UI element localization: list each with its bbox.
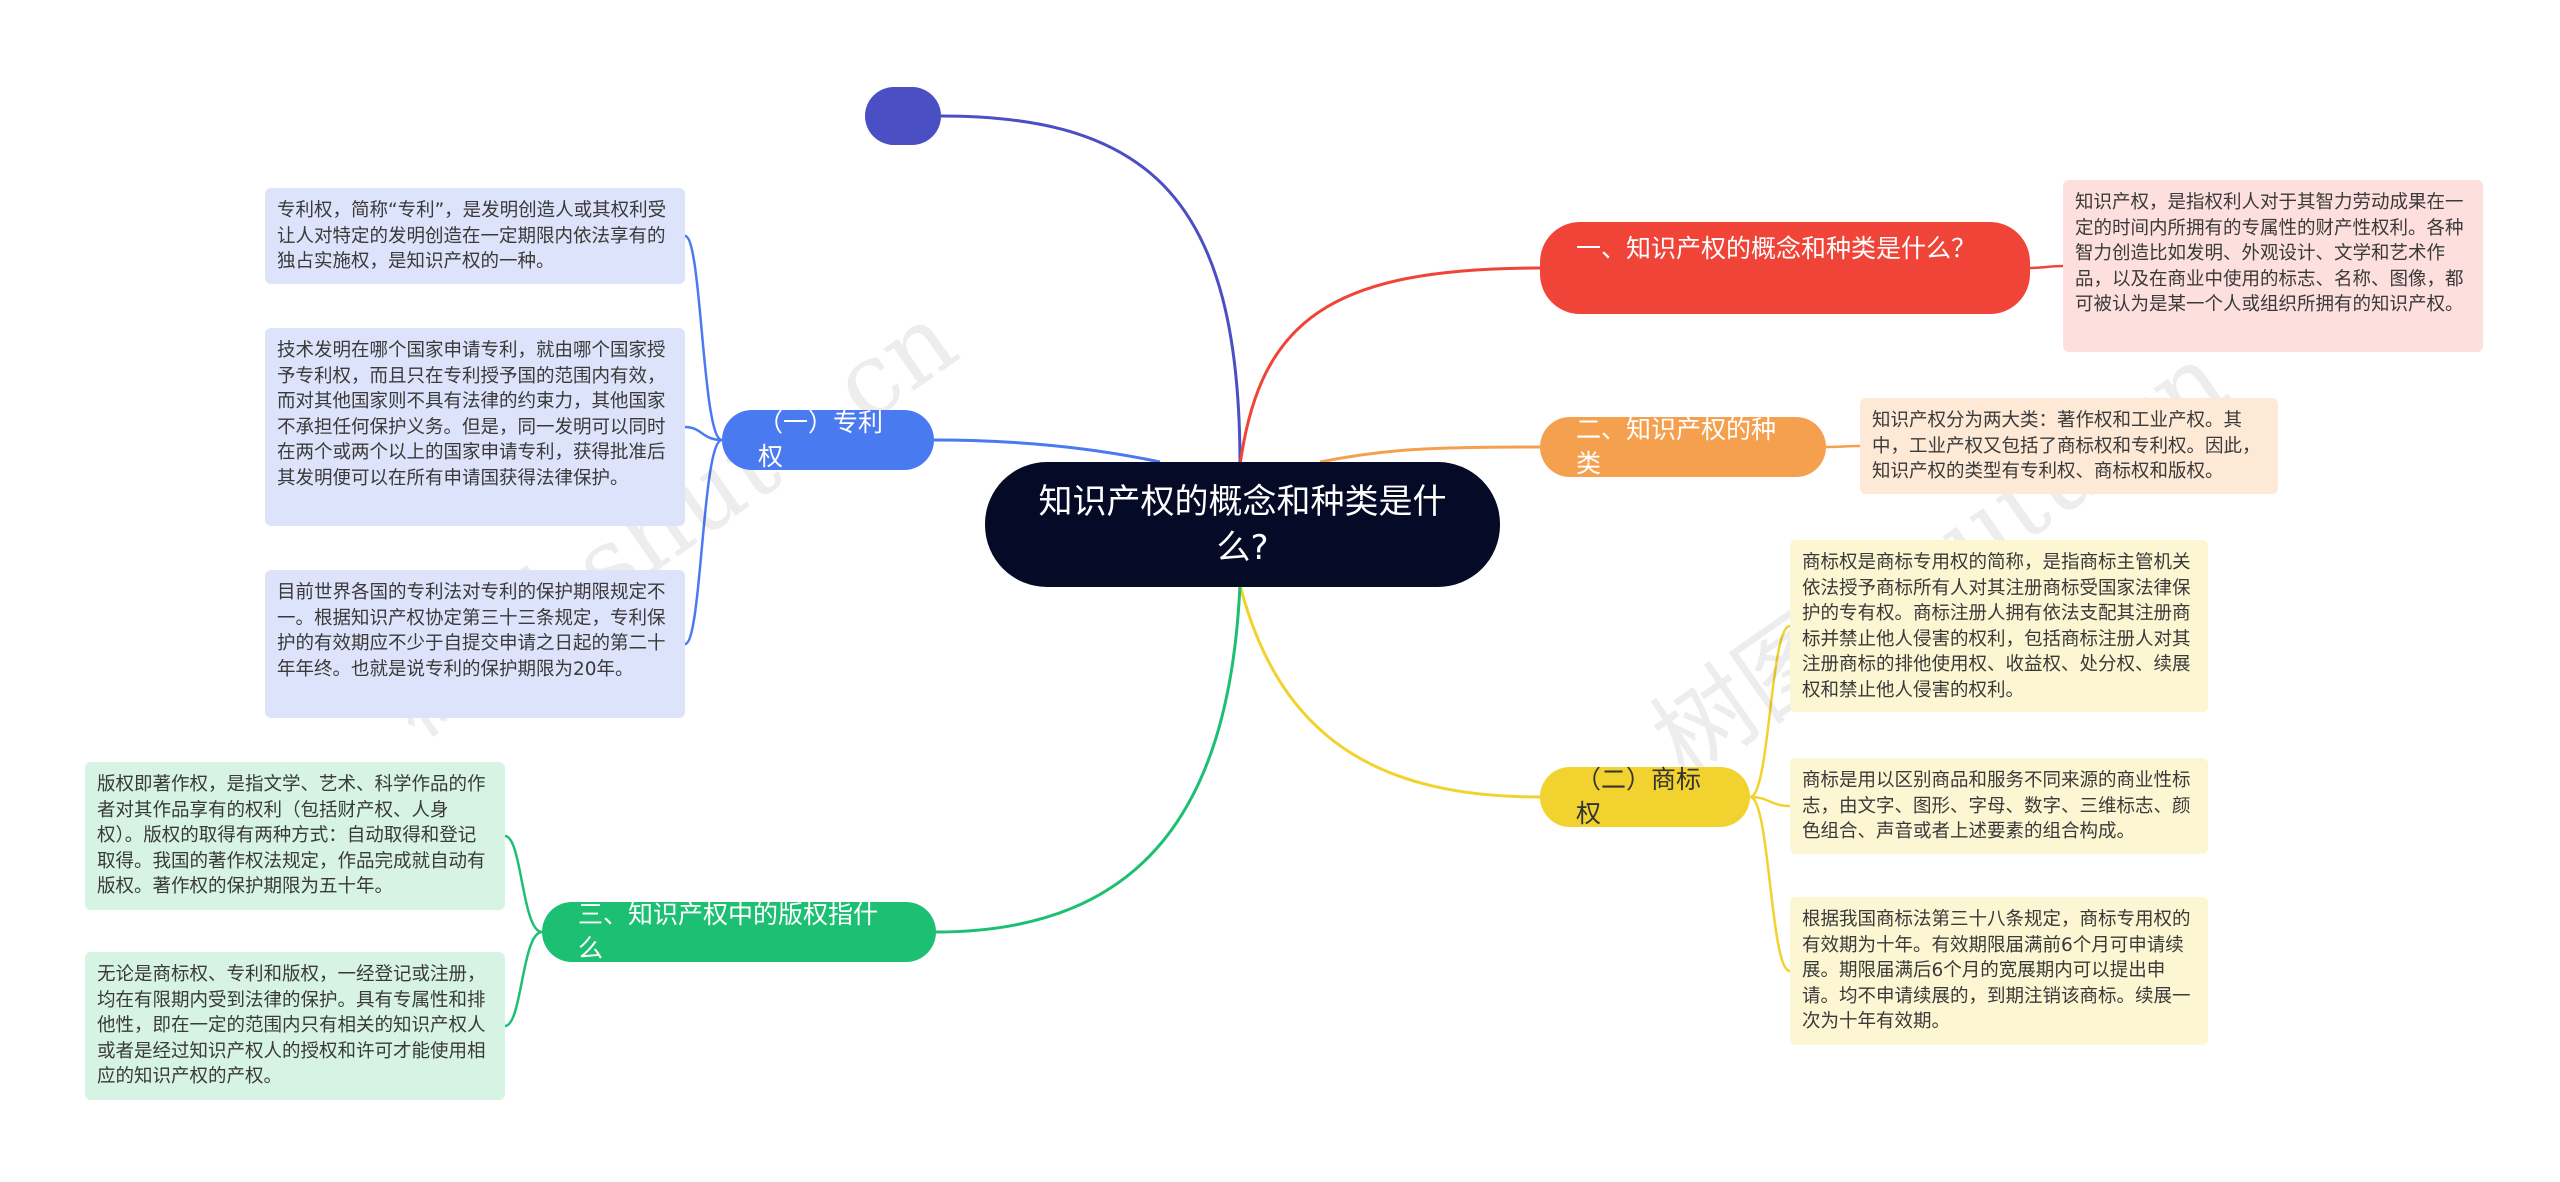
branch-trademark-label: （二）商标权 — [1576, 765, 1702, 828]
leaf-trademark-composition: 商标是用以区别商品和服务不同来源的商业性标志，由文字、图形、字母、数字、三维标志… — [1790, 758, 2208, 854]
link-root-types — [1319, 445, 1541, 464]
empty-topic-node[interactable] — [865, 87, 941, 145]
root-topic[interactable]: 知识产权的概念和种类是什么? — [985, 462, 1500, 587]
branch-copyright-label: 三、知识产权中的版权指什么 — [578, 900, 879, 963]
branch-concept-label: 一、知识产权的概念和种类是什么？ — [1576, 234, 1977, 263]
branch-patent[interactable]: （一）专利权 — [722, 408, 934, 471]
leaf-trademark-validity: 根据我国商标法第三十八条规定，商标专用权的有效期为十年。有效期限届满前6个月可申… — [1790, 897, 2208, 1045]
link-concept-leaf — [2029, 264, 2064, 270]
leaf-copyright-definition: 版权即著作权，是指文学、艺术、科学作品的作者对其作品享有的权利（包括财产权、人身… — [85, 762, 505, 910]
leaf-patent-definition: 专利权，简称“专利”，是发明创造人或其权利受让人对特定的发明创造在一定期限内依法… — [265, 188, 685, 284]
link-copyright-leaf-2 — [504, 930, 543, 1028]
leaf-copyright-protection: 无论是商标权、专利和版权，一经登记或注册，均在有限期内受到法律的保护。具有专属性… — [85, 952, 505, 1100]
link-trademark-leaf-3 — [1749, 795, 1791, 973]
link-types-leaf — [1825, 444, 1861, 449]
branch-concept[interactable]: 一、知识产权的概念和种类是什么？ — [1540, 222, 2030, 314]
link-copyright-leaf-1 — [504, 834, 543, 934]
leaf-patent-territory: 技术发明在哪个国家申请专利，就由哪个国家授予专利权，而且只在专利授予国的范围内有… — [265, 328, 685, 526]
branch-copyright[interactable]: 三、知识产权中的版权指什么 — [542, 900, 936, 963]
link-root-patent — [933, 438, 1161, 464]
link-trademark-leaf-1 — [1749, 624, 1791, 799]
link-trademark-leaf-2 — [1749, 795, 1791, 808]
leaf-types-summary: 知识产权分为两大类：著作权和工业产权。其中，工业产权又包括了商标权和专利权。因此… — [1860, 398, 2278, 494]
link-root-concept — [1238, 266, 1541, 466]
link-patent-leaf-1 — [683, 234, 723, 442]
branch-trademark[interactable]: （二）商标权 — [1540, 765, 1750, 828]
link-root-copyright — [935, 584, 1242, 934]
link-root-trademark — [1238, 584, 1541, 799]
link-root-empty — [940, 114, 1242, 466]
leaf-concept-definition: 知识产权，是指权利人对于其智力劳动成果在一定的时间内所拥有的专属性的财产性权利。… — [2063, 180, 2483, 352]
leaf-patent-term: 目前世界各国的专利法对专利的保护期限规定不一。根据知识产权协定第三十三条规定，专… — [265, 570, 685, 718]
link-patent-leaf-3 — [683, 438, 723, 646]
root-title: 知识产权的概念和种类是什么? — [1038, 481, 1447, 568]
branch-types[interactable]: 二、知识产权的种类 — [1540, 415, 1826, 478]
branch-patent-label: （一）专利权 — [758, 408, 884, 471]
branch-types-label: 二、知识产权的种类 — [1576, 415, 1777, 478]
leaf-trademark-definition: 商标权是商标专用权的简称，是指商标主管机关依法授予商标所有人对其注册商标受国家法… — [1790, 540, 2208, 712]
link-patent-leaf-2 — [684, 425, 723, 442]
